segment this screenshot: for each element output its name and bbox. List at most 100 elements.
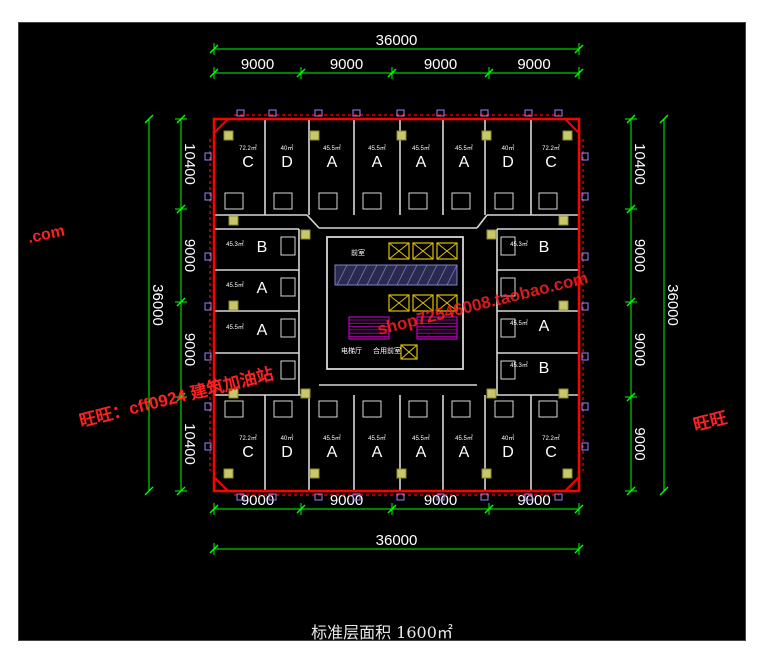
window-top-7	[524, 109, 533, 117]
window-left-2	[204, 252, 212, 261]
elevator-mid-x2-2	[436, 294, 458, 312]
top-dim-total-label: 36000	[376, 32, 418, 49]
unit-top-7: C	[545, 154, 557, 171]
unit-top-area-0: 72.2㎡	[239, 144, 257, 152]
left-dim-bay-label-1: 9000	[181, 239, 198, 272]
unit-bottom-area-4: 45.5㎡	[412, 434, 430, 442]
unit-top-area-4: 45.5㎡	[412, 144, 430, 152]
bath-bottom-0	[224, 400, 244, 418]
window-left-3	[204, 302, 212, 311]
unit-bottom-area-1: 40㎡	[281, 434, 294, 442]
right-dim-total-label: 36000	[664, 284, 681, 326]
bath-top-7	[538, 192, 558, 210]
unit-top-0: C	[242, 154, 254, 171]
unit-right-1: A	[539, 318, 550, 335]
unit-left-area-0: 45.3㎡	[226, 240, 244, 248]
unit-bottom-0: C	[242, 444, 254, 461]
unit-right-area-1: 45.5㎡	[510, 319, 528, 327]
unit-bottom-area-5: 45.5㎡	[455, 434, 473, 442]
unit-bottom-area-6: 40㎡	[502, 434, 515, 442]
stair-1	[416, 316, 458, 340]
bottom-dim-total-label: 36000	[376, 532, 418, 549]
unit-bottom-area-2: 45.5㎡	[323, 434, 341, 442]
unit-top-6: D	[502, 154, 514, 171]
unit-top-5: A	[459, 154, 470, 171]
window-top-1	[268, 109, 277, 117]
lobby-hatch-9	[426, 264, 438, 286]
right-dim-total-tick-0	[659, 114, 669, 124]
window-top-0	[236, 109, 245, 117]
bath-bottom-6	[494, 400, 514, 418]
window-top-8	[554, 109, 563, 117]
lobby-hatch-4	[376, 264, 388, 286]
window-left-4	[204, 352, 212, 361]
unit-right-area-2: 45.3㎡	[510, 361, 528, 369]
wall-lines	[214, 119, 579, 491]
bath-top-6	[494, 192, 514, 210]
elevator-top-x2-2	[436, 242, 458, 260]
lobby-hatch-3	[366, 264, 378, 286]
unit-top-2: A	[327, 154, 338, 171]
window-left-5	[204, 402, 212, 411]
column-18	[486, 229, 497, 240]
window-bottom-1	[268, 493, 277, 501]
window-left-6	[204, 442, 212, 451]
bath-bottom-1	[273, 400, 293, 418]
wall-top-corridor-l	[306, 214, 320, 229]
unit-bottom-7: C	[545, 444, 557, 461]
unit-bottom-6: D	[502, 444, 514, 461]
unit-bottom-3: A	[372, 444, 383, 461]
unit-left-area-1: 45.5㎡	[226, 281, 244, 289]
window-bottom-5	[436, 493, 445, 501]
bath-right-0	[500, 236, 516, 256]
window-right-0	[581, 152, 589, 161]
window-bottom-2	[314, 493, 323, 501]
top-dim-bay-label-0: 9000	[241, 56, 274, 73]
bath-top-4	[408, 192, 428, 210]
top-dim-bay-label-1: 9000	[330, 56, 363, 73]
window-top-5	[436, 109, 445, 117]
window-right-1	[581, 192, 589, 201]
stair-0	[348, 316, 390, 340]
right-dim-bay-label-1: 9000	[631, 239, 648, 272]
top-dim-bay-label-3: 9000	[517, 56, 550, 73]
lobby-hatch-7	[406, 264, 418, 286]
bath-left-2	[280, 318, 296, 338]
corner-bl	[213, 476, 229, 492]
column-5	[396, 468, 407, 479]
elevator-top-x2-0	[388, 242, 410, 260]
left-dim-total-tick-0	[144, 114, 154, 124]
bath-top-2	[318, 192, 338, 210]
bath-left-3	[280, 360, 296, 380]
window-right-5	[581, 402, 589, 411]
lobby-hatch-8	[416, 264, 428, 286]
unit-bottom-2: A	[327, 444, 338, 461]
column-4	[396, 130, 407, 141]
column-8	[562, 130, 573, 141]
window-bottom-3	[352, 493, 361, 501]
lobby-hatch-0	[336, 264, 348, 286]
unit-left-area-2: 45.5㎡	[226, 323, 244, 331]
wall-top-corridor-r	[476, 214, 488, 229]
elevator-top-x2-1	[412, 242, 434, 260]
top-dim-bay-label-2: 9000	[424, 56, 457, 73]
lobby-hatch-6	[396, 264, 408, 286]
lobby-hatch-11	[446, 264, 458, 286]
unit-top-area-3: 45.5㎡	[368, 144, 386, 152]
elevator-top-2	[436, 242, 458, 260]
left-dim-bay-label-0: 10400	[181, 143, 198, 185]
right-dim-bay-label-0: 10400	[631, 143, 648, 185]
elevator-top-0	[388, 242, 410, 260]
column-0	[223, 130, 234, 141]
bath-top-1	[273, 192, 293, 210]
window-right-4	[581, 352, 589, 361]
lobby-hatch-10	[436, 264, 448, 286]
window-top-6	[480, 109, 489, 117]
window-right-3	[581, 302, 589, 311]
elevator-mid-1	[412, 294, 434, 312]
window-left-0	[204, 152, 212, 161]
window-top-2	[314, 109, 323, 117]
unit-top-area-2: 45.5㎡	[323, 144, 341, 152]
